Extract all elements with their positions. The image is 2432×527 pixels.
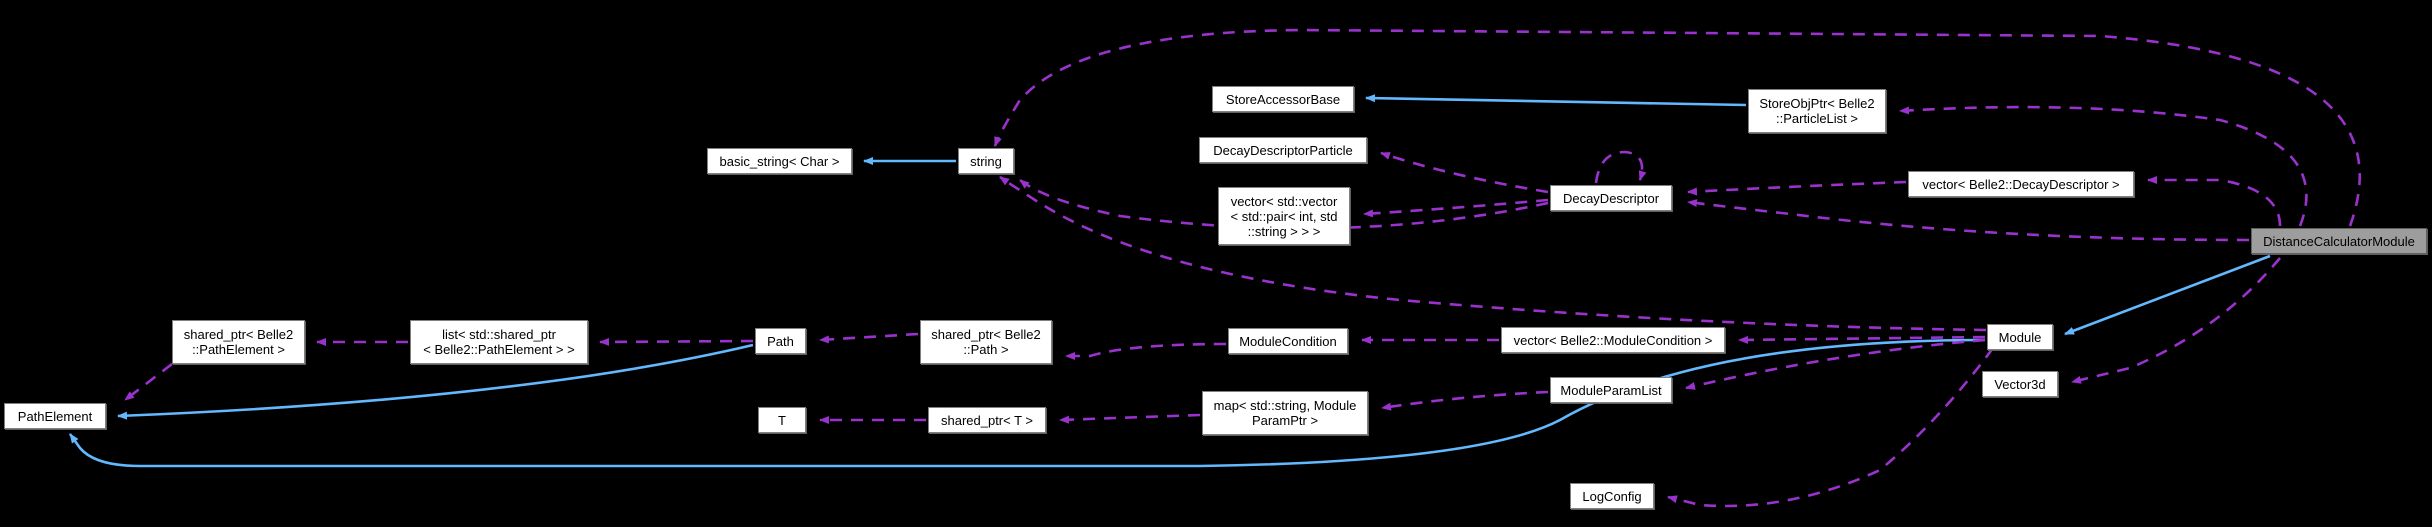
graph-node-t[interactable]: T — [758, 407, 806, 433]
graph-node-module[interactable]: Module — [1987, 324, 2053, 350]
graph-node-string[interactable]: string — [958, 148, 1014, 174]
graph-node-label: vector< Belle2::DecayDescriptor > — [1922, 176, 2120, 192]
graph-node-vec_modulecond[interactable]: vector< Belle2::ModuleCondition > — [1501, 327, 1725, 353]
graph-node-label: shared_ptr< Belle2 ::PathElement > — [183, 327, 294, 357]
graph-node-list_shared_ptr_pe[interactable]: list< std::shared_ptr < Belle2::PathElem… — [410, 320, 588, 364]
edge-decaydescriptor-to-vecvecpair — [1363, 198, 1549, 218]
edge-dcm-to-vecdecaydesc — [2147, 176, 2282, 227]
edge-modulecondition-to-sharedptrpath — [1065, 342, 1227, 360]
graph-node-label: Vector3d — [1994, 376, 2046, 392]
graph-node-shared_ptr_path[interactable]: shared_ptr< Belle2 ::Path > — [920, 320, 1052, 364]
graph-node-vec_vec_pair[interactable]: vector< std::vector < std::pair< int, st… — [1218, 187, 1350, 245]
usage-edges — [124, 28, 2361, 508]
inheritance-edges — [68, 94, 2271, 468]
graph-node-label: shared_ptr< T > — [940, 412, 1034, 428]
graph-node-map_string_mpp[interactable]: map< std::string, Module ParamPtr > — [1202, 391, 1368, 435]
edge-module-to-moduleparamlist — [1685, 338, 1986, 390]
edge-dcm-to-storeobjptr — [1899, 105, 2308, 227]
graph-node-label: Path — [767, 333, 794, 349]
edge-storeobjptr-to-storeaccessorbase — [1365, 94, 1747, 107]
graph-node-label: map< std::string, Module ParamPtr > — [1213, 398, 1357, 428]
graph-node-moduleparamlist[interactable]: ModuleParamList — [1550, 377, 1672, 403]
edge-decaydescriptor-self — [1594, 150, 1647, 184]
graph-node-label: vector< std::vector < std::pair< int, st… — [1230, 193, 1338, 239]
graph-node-label: T — [778, 412, 786, 428]
graph-node-pathelement[interactable]: PathElement — [4, 403, 106, 429]
graph-node-storeobjptr[interactable]: StoreObjPtr< Belle2 ::ParticleList > — [1748, 89, 1886, 133]
edge-sharedptrpath-to-path — [819, 332, 919, 344]
edge-dcm-to-module — [2064, 254, 2271, 336]
graph-node-vec_decaydesc[interactable]: vector< Belle2::DecayDescriptor > — [1908, 171, 2134, 197]
edge-module-to-pathelement — [68, 338, 1986, 468]
graph-node-ddparticle[interactable]: DecayDescriptorParticle — [1199, 137, 1367, 163]
graph-node-dcm[interactable]: DistanceCalculatorModule — [2251, 228, 2427, 254]
edge-dcm-to-string — [993, 28, 2361, 227]
graph-node-storeaccessorbase[interactable]: StoreAccessorBase — [1212, 86, 1354, 112]
graph-node-label: vector< Belle2::ModuleCondition > — [1513, 332, 1713, 348]
edge-dcm-to-decaydescriptor — [1687, 199, 2250, 242]
graph-node-label: Module — [1998, 329, 2042, 345]
edge-map-to-sharedptrt — [1059, 413, 1201, 424]
graph-node-label: ModuleParamList — [1560, 382, 1662, 398]
edge-decaydescriptor-to-string — [1019, 178, 1549, 230]
graph-node-modulecondition[interactable]: ModuleCondition — [1228, 328, 1348, 354]
edge-dcm-to-vector3d — [2071, 257, 2281, 384]
graph-node-basic_string[interactable]: basic_string< Char > — [707, 148, 852, 174]
graph-node-label: list< std::shared_ptr < Belle2::PathElem… — [423, 327, 575, 357]
edge-module-to-logconfig — [1667, 347, 1995, 508]
graph-node-label: StoreObjPtr< Belle2 ::ParticleList > — [1759, 96, 1875, 126]
edge-moduleparamlist-to-map — [1381, 390, 1549, 411]
edge-decaydescriptor-to-ddparticle — [1380, 151, 1549, 194]
graph-node-label: DecayDescriptorParticle — [1213, 142, 1353, 158]
edge-vecdecaydesc-to-decaydescriptor — [1687, 180, 1907, 196]
graph-node-decaydescriptor[interactable]: DecayDescriptor — [1550, 185, 1672, 211]
graph-node-label: DecayDescriptor — [1562, 190, 1660, 206]
graph-node-label: shared_ptr< Belle2 ::Path > — [931, 327, 1041, 357]
graph-node-logconfig[interactable]: LogConfig — [1570, 483, 1654, 509]
graph-node-label: DistanceCalculatorModule — [2263, 233, 2415, 249]
graph-node-label: StoreAccessorBase — [1225, 91, 1341, 107]
edge-path-to-list — [599, 337, 754, 346]
edge-path-to-pathelement — [117, 343, 754, 420]
graph-node-path[interactable]: Path — [755, 328, 806, 354]
graph-node-label: basic_string< Char > — [719, 153, 840, 169]
graph-node-vector3d[interactable]: Vector3d — [1982, 371, 2058, 397]
edge-sharedptrpe-to-pathelement — [124, 362, 173, 402]
graph-node-shared_ptr_t[interactable]: shared_ptr< T > — [928, 407, 1046, 433]
graph-node-label: ModuleCondition — [1239, 333, 1337, 349]
graph-node-label: string — [970, 153, 1002, 169]
edge-module-to-string — [999, 175, 1987, 332]
graph-node-shared_ptr_pe[interactable]: shared_ptr< Belle2 ::PathElement > — [172, 320, 305, 364]
graph-node-label: PathElement — [17, 408, 93, 424]
graph-node-label: LogConfig — [1582, 488, 1642, 504]
